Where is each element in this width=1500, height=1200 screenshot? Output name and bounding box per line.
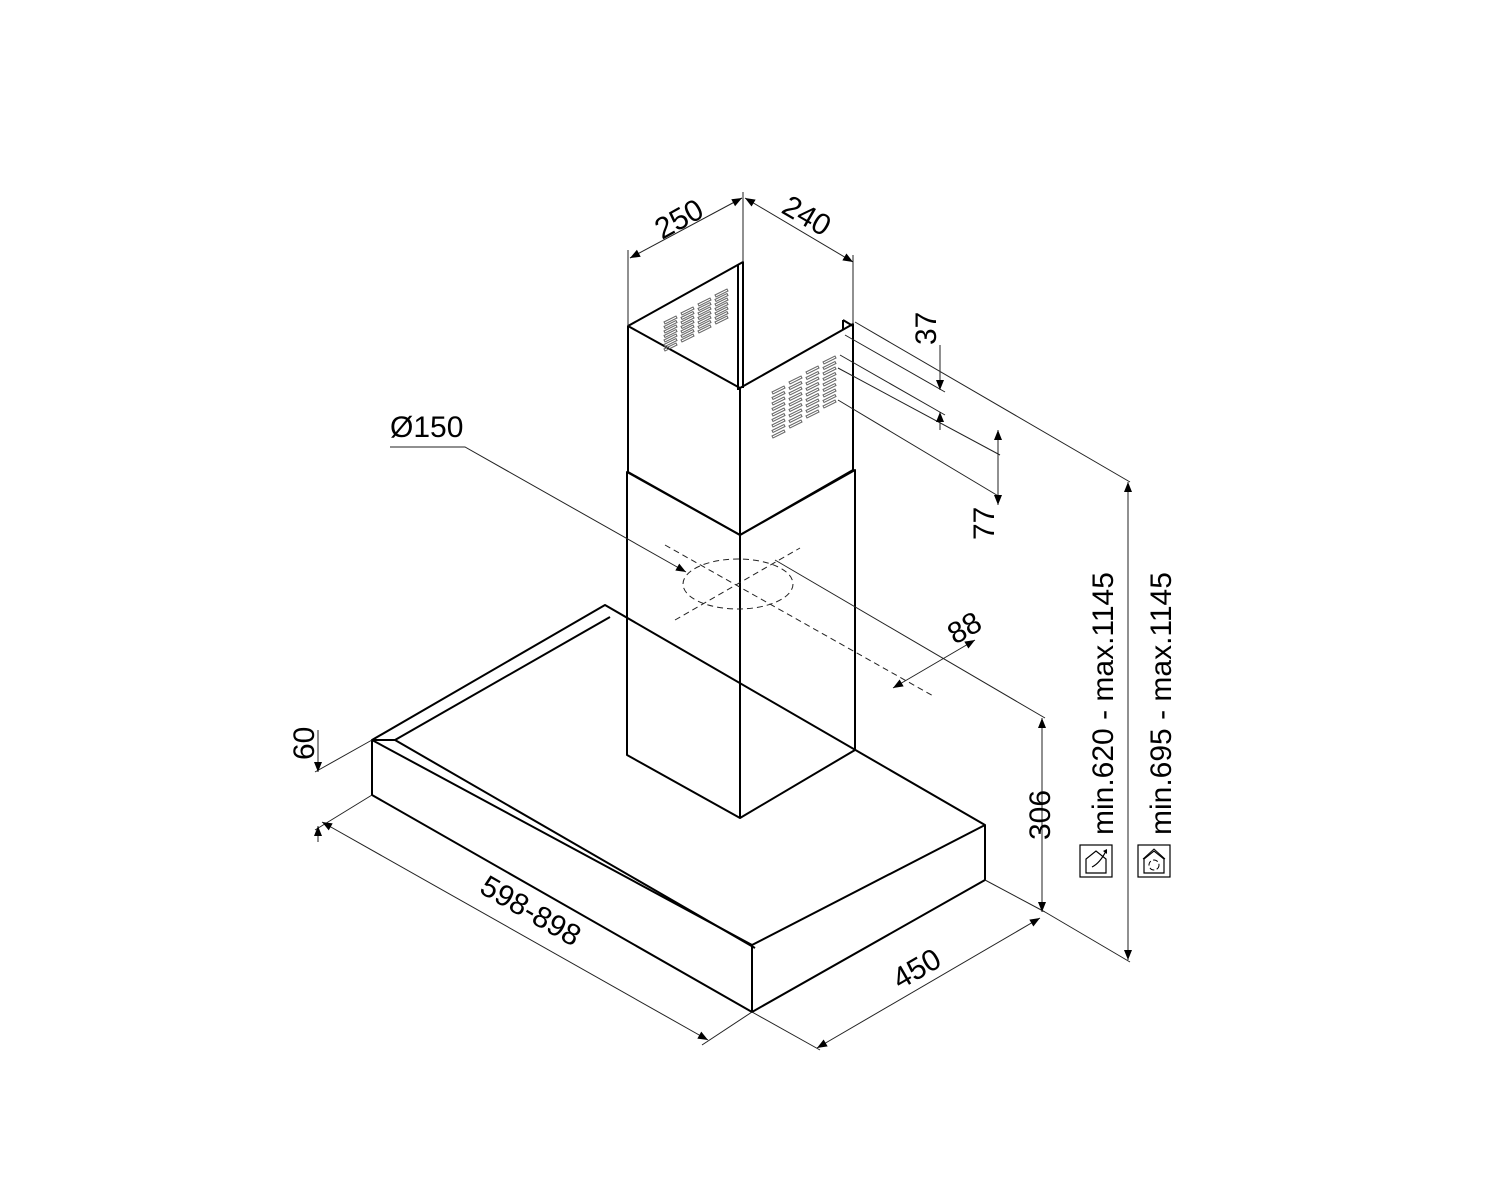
vent-slot xyxy=(697,319,712,330)
vent-slot xyxy=(714,306,729,316)
vent-slot xyxy=(788,413,803,424)
vent-slot xyxy=(805,392,820,403)
vent-slot xyxy=(805,409,820,419)
vent-slot xyxy=(663,337,678,348)
vent-slot xyxy=(714,288,729,298)
vent-slot xyxy=(680,328,695,339)
label-hood-height: 306 xyxy=(1024,790,1057,840)
vent-slot xyxy=(822,366,837,376)
vent-slot xyxy=(822,388,837,398)
vent-slot xyxy=(805,403,820,414)
vent-slot xyxy=(697,301,712,312)
ducted-extraction-icon xyxy=(1079,844,1113,878)
vent-slot xyxy=(822,371,837,382)
vent-slot xyxy=(771,396,786,406)
label-chimney-depth: 240 xyxy=(777,189,837,243)
vent-slot xyxy=(697,297,712,307)
vent-slot xyxy=(788,419,803,429)
label-chimney-width: 250 xyxy=(649,193,709,246)
label-height-ducted: min.620 - max.1145 xyxy=(1087,572,1120,835)
vent-slot xyxy=(714,292,729,303)
vent-slot xyxy=(771,423,786,434)
label-canopy-width: 598-898 xyxy=(475,869,587,953)
vent-slot xyxy=(805,381,820,392)
vent-slot xyxy=(788,386,803,396)
chimney-upper xyxy=(627,261,854,536)
vent-slots-back xyxy=(663,288,729,352)
label-canopy-height: 60 xyxy=(288,727,321,760)
vent-slot xyxy=(822,393,837,404)
vent-slot xyxy=(663,315,678,325)
vent-slot xyxy=(822,377,837,387)
vent-slot xyxy=(680,324,695,334)
canopy xyxy=(371,604,986,1013)
dimension-lines xyxy=(314,192,1132,1051)
vent-slot xyxy=(771,385,786,395)
label-duct-offset: 88 xyxy=(942,606,987,651)
vent-slot xyxy=(697,315,712,325)
vent-slot xyxy=(663,342,678,352)
vent-slot xyxy=(788,408,803,418)
recirculation-icon xyxy=(1137,844,1171,878)
vent-slot xyxy=(680,333,695,343)
label-vent-offset: 37 xyxy=(910,312,943,345)
vent-slot xyxy=(680,319,695,330)
vent-slot xyxy=(771,407,786,417)
vent-slot xyxy=(680,306,695,316)
vent-slot xyxy=(805,370,820,381)
vent-slot xyxy=(788,397,803,407)
duct-outlet xyxy=(664,544,936,698)
vent-slot xyxy=(714,297,729,307)
vent-slot xyxy=(697,306,712,316)
vent-slot xyxy=(714,310,729,321)
vent-slot xyxy=(805,398,820,408)
vent-slot xyxy=(771,401,786,412)
label-canopy-depth: 450 xyxy=(887,942,947,996)
vent-slot xyxy=(663,328,678,339)
vent-slot xyxy=(788,402,803,413)
vent-slot xyxy=(714,301,729,312)
label-duct-diameter: Ø150 xyxy=(390,411,463,444)
label-height-recirculating: min.695 - max.1145 xyxy=(1145,572,1178,835)
vent-slot xyxy=(805,376,820,386)
vent-slot xyxy=(771,418,786,428)
vent-slot xyxy=(771,429,786,439)
vent-slot xyxy=(822,360,837,371)
vent-slot xyxy=(805,387,820,397)
vent-slot xyxy=(697,324,712,334)
vent-slot xyxy=(771,390,786,401)
vent-slot xyxy=(771,412,786,423)
vent-slot xyxy=(788,375,803,385)
vent-slot xyxy=(680,310,695,321)
label-vent-height: 77 xyxy=(968,507,1001,540)
vent-slot xyxy=(680,315,695,325)
vent-slot xyxy=(697,310,712,321)
vent-slot xyxy=(822,382,837,393)
vent-slot xyxy=(822,399,837,409)
vent-slot xyxy=(714,315,729,325)
vent-slot xyxy=(663,319,678,330)
vent-slot xyxy=(822,355,837,365)
vent-slot xyxy=(663,324,678,334)
vent-slot xyxy=(788,391,803,402)
vent-slot xyxy=(788,380,803,391)
vent-slot xyxy=(805,365,820,375)
vent-slots-side xyxy=(771,355,837,439)
vent-slot xyxy=(663,333,678,343)
